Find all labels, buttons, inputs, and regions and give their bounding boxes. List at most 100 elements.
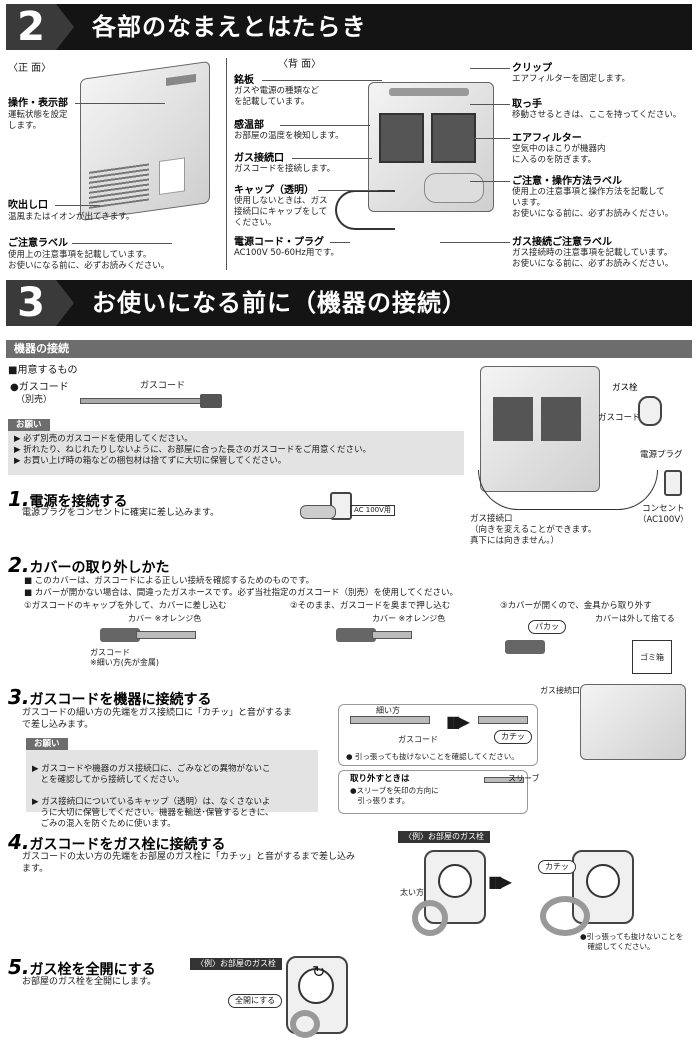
cord-label: ガスコード ※細い方(先が金属) [90, 648, 159, 668]
discard-label: カバーは外して捨てる [595, 614, 675, 623]
filter-icon [379, 113, 424, 163]
bullet: ■ カバーが開かない場合は、間違ったガスホースです。必ず当社指定のガスコード（別… [24, 588, 458, 598]
cover-icon [336, 628, 376, 642]
leader-line [470, 138, 510, 139]
cord-label: ガスコード [398, 735, 438, 744]
outlet-label: コンセント （AC100V） [638, 504, 689, 526]
trash-can-icon: ゴミ箱 [632, 640, 672, 674]
part-name: 感温部 [234, 120, 264, 131]
step-desc: 電源プラグをコンセントに確実に差し込みます。 [22, 508, 220, 518]
gas-cord-icon [350, 716, 430, 724]
substep: ②そのまま、ガスコードを奥まで押し込む [290, 601, 451, 611]
leader-line [330, 242, 350, 243]
arrow-right-icon: ▮▮▶ [488, 872, 512, 891]
leader-line [75, 103, 165, 104]
cover-icon [100, 628, 140, 642]
cord-route-icon [478, 470, 658, 510]
part-desc: 使用しないときは、ガス 接続口にキャップをして ください。 [234, 196, 328, 229]
gas-cord-icon [484, 777, 524, 783]
heater-back-illustration [368, 82, 494, 212]
item-name: ●ガスコード [10, 382, 69, 393]
filter-icon [431, 113, 476, 163]
section-title: お使いになる前に（機器の接続） [92, 289, 467, 317]
part-name: 取っ手 [512, 99, 542, 110]
gas-cord-icon [136, 631, 196, 639]
vent-icon [89, 162, 149, 209]
heater-back-illustration [580, 684, 686, 760]
part-name: ガス接続ご注意ラベル [512, 237, 612, 248]
step-3-heading: 3.ガスコードを機器に接続する [8, 684, 212, 710]
part-name: クリップ [512, 63, 552, 74]
thick-label: 太い方 [400, 888, 424, 897]
bullet: ■ このカバーは、ガスコードによる正しい接続を確認するためのものです。 [24, 576, 315, 586]
pull-check: ●引っ張っても抜けないことを 確認してください。 [580, 932, 684, 951]
part-desc: ガス接続時の注意事項を記載しています。 お使いになる前に、必ずお読みください。 [512, 248, 674, 270]
step-desc: ガスコードの細い方の先端をガス接続口に「カチッ」と音がするま で差し込みます。 [22, 708, 293, 730]
valve-knob-icon [438, 864, 472, 898]
open-bubble: 全開にする [228, 994, 283, 1009]
part-name: キャップ（透明） [234, 185, 314, 196]
part-desc: 使用上の注意事項を記載しています。 お使いになる前に、必ずお読みください。 [8, 250, 170, 272]
cover-label: カバー ※オレンジ色 [372, 614, 446, 623]
step-desc: ガスコードの太い方の先端をお部屋のガス栓に「カチッ」と音がするまで差し込み ます… [22, 852, 356, 874]
note-tab: お願い [26, 738, 68, 752]
gas-cord-icon [478, 716, 528, 724]
cover-icon [505, 640, 545, 654]
kachi-bubble: カチッ [538, 860, 576, 875]
note-item: ▶ ガスコードや機器のガス接続口に、ごみなどの異物がないこ とを確認してから接続… [32, 764, 271, 786]
heater-back-illustration [480, 366, 600, 492]
section-number: 3 [6, 280, 56, 326]
step-4-heading: 4.ガスコードをガス栓に接続する [8, 829, 226, 855]
valve-knob-icon [298, 968, 334, 1004]
note-item: ▶ 折れたり、ねじれたりしないように、お部屋に合った長さのガスコードをご用意くだ… [14, 445, 371, 456]
front-header: 〈正 面〉 [8, 63, 52, 74]
rotate-arrow-icon: ↻ [312, 962, 326, 981]
step-title: ガスコードを機器に接続する [29, 692, 212, 708]
leader-line [440, 242, 510, 243]
substep: ①ガスコードのキャップを外して、カバーに差し込む [24, 601, 227, 611]
label-icon [424, 173, 484, 203]
back-header: 〈背 面〉 [278, 59, 322, 70]
pull-check: ● 引っ張っても抜けないことを確認してください。 [346, 752, 519, 761]
remove-title: 取り外すときは [350, 774, 410, 784]
leader-line [292, 158, 372, 159]
note-box: ▶ ガスコードや機器のガス接続口に、ごみなどの異物がないこ とを確認してから接続… [26, 750, 318, 829]
part-desc: AC100V 50-60Hz用です。 [234, 248, 340, 258]
step-5-heading: 5.ガス栓を全開にする [8, 954, 156, 980]
handle-icon [389, 88, 469, 96]
part-name: ご注意・操作方法ラベル [512, 176, 622, 187]
subsection-header: 機器の接続 [6, 340, 692, 358]
step-number: 1. [8, 487, 30, 511]
power-cord-icon [335, 190, 395, 230]
section-3-header: 3 お使いになる前に（機器の接続） [6, 280, 692, 326]
part-desc: ガスコードを接続します。 [234, 164, 336, 174]
gas-cord-icon [372, 631, 412, 639]
kachi-bubble: カチッ [494, 730, 532, 745]
arrow-right-icon: ▮▮▶ [446, 712, 470, 731]
outlet-icon [664, 470, 682, 496]
leader-line [470, 104, 510, 105]
remove-detail-box [338, 770, 528, 814]
part-desc: エアフィルターを固定します。 [512, 74, 630, 84]
leader-line [262, 80, 382, 81]
gas-valve-icon [638, 396, 662, 426]
part-desc: 温風またはイオンが出てきます。 [8, 212, 135, 222]
chevron-icon [56, 4, 74, 50]
valve-knob-icon [586, 864, 620, 898]
gas-valve-label: ガス栓 [612, 383, 638, 393]
substep: ③カバーが開くので、金具から取り外す [500, 601, 652, 611]
plug-label: 電源プラグ [640, 450, 683, 460]
leader-line [55, 205, 100, 206]
step-title: ガスコードをガス栓に接続する [29, 837, 226, 853]
part-name: 操作・表示部 [8, 98, 68, 109]
leader-line [72, 243, 172, 244]
port-label: ガス接続口 （向きを変えることができます。 真下には向きません。） [470, 514, 597, 547]
divider [226, 58, 227, 270]
step-2-heading: 2.カバーの取り外しかた [8, 552, 170, 578]
step-number: 3. [8, 685, 30, 709]
example-tag: 〈例〉お部屋のガス栓 [190, 958, 282, 971]
heater-front-illustration [80, 60, 210, 222]
gas-cord-icon [412, 900, 448, 936]
part-desc: 空気中のほこりが機器内 に入るのを防ぎます。 [512, 144, 606, 166]
part-desc: 使用上の注意事項と操作方法を記載して います。 お使いになる前に、必ずお読みくだ… [512, 187, 674, 220]
